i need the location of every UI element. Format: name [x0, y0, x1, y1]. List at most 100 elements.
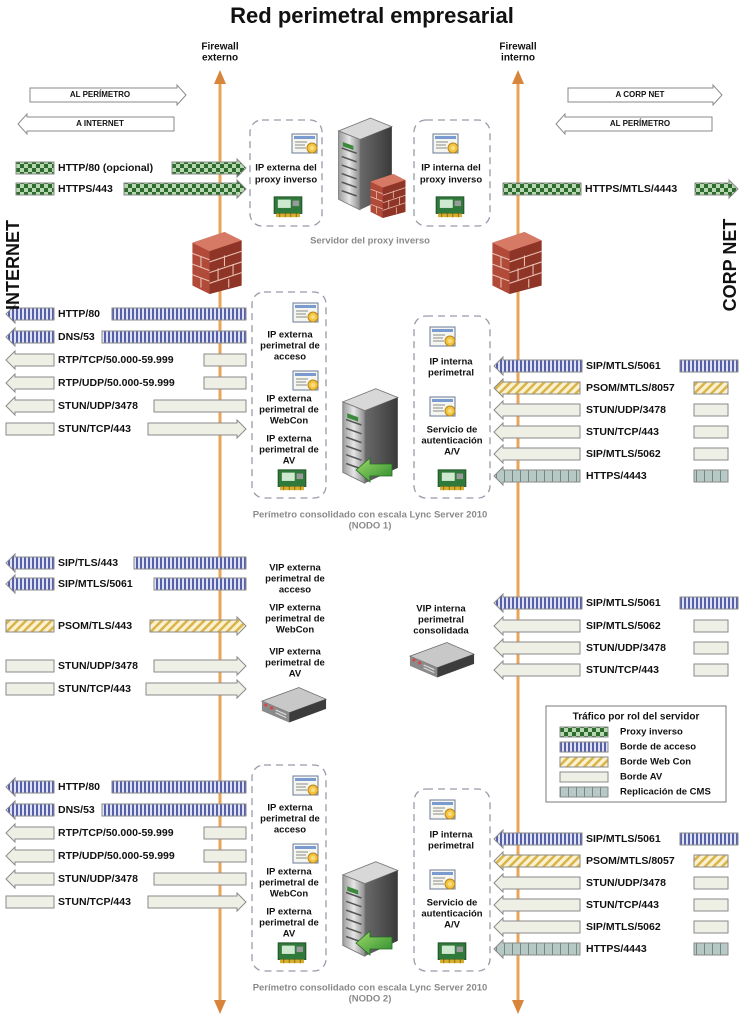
certificate-icon — [432, 133, 459, 154]
node2-left-flow-head — [5, 822, 55, 844]
dir-arrow-to-corpnet — [567, 83, 723, 107]
vip-right-flow-label: STUN/TCP/443 — [586, 664, 659, 676]
node2-right-flow-head — [493, 916, 581, 938]
vip-left-flow-head — [153, 655, 247, 677]
node1-caption: (NODO 1) — [349, 521, 392, 532]
dir-arrow-to-internet — [17, 112, 175, 136]
diagram-shapes — [5, 70, 739, 1014]
dir-label: AL PERÍMETRO — [70, 90, 130, 99]
vip-left-flow-label: SIP/MTLS/5061 — [58, 578, 133, 590]
node1-ext-webcon-label: perimetral de — [259, 405, 319, 416]
node2-ext-access-label: perimetral de — [260, 814, 320, 825]
node1-nic-icon — [277, 469, 307, 491]
load-balancer-icon — [261, 686, 327, 724]
node2-cert-icon — [429, 799, 456, 820]
vip-right-flow-tail — [693, 641, 729, 655]
vip-right-flow-head — [493, 637, 581, 659]
certificate-icon — [291, 133, 318, 154]
node1-ext-av-label: IP externa — [266, 434, 312, 445]
node2-ext-webcon-label: IP externa — [266, 867, 312, 878]
node2-nic-icon — [437, 942, 467, 964]
node1-left-flow-label: RTP/TCP/50.000-59.999 — [58, 354, 174, 366]
proxy-flow-mtls-head — [694, 178, 739, 200]
node2-ext-av-label: perimetral de — [259, 918, 319, 929]
legend-swatch-webcon — [559, 756, 609, 768]
node1-ext-webcon-label: IP externa — [266, 394, 312, 405]
proxy-flow-mtls-tail — [502, 182, 582, 196]
node2-right-flow-label: STUN/TCP/443 — [586, 899, 659, 911]
node2-right-flow-tail — [693, 854, 729, 868]
node2-right-flow-label: PSOM/MTLS/8057 — [586, 855, 675, 867]
node1-right-flow-head — [493, 355, 583, 377]
node2-left-flow-head — [5, 799, 55, 821]
firewall-internal-label: interno — [501, 53, 535, 64]
node2-ext-access-label: acceso — [274, 825, 306, 836]
node2-av-auth-label: autenticación — [421, 909, 482, 920]
legend-title: Tráfico por rol del servidor — [573, 712, 700, 723]
proxy-internal-box — [413, 119, 491, 227]
firewall-brick-icon — [492, 232, 542, 294]
node1-right-flow-head — [493, 465, 581, 487]
vip-right-flow-tail — [693, 619, 729, 633]
page-title: Red perimetral empresarial — [230, 3, 514, 28]
node1-ext-av-label: AV — [283, 456, 296, 467]
node2-right-flow-tail — [679, 832, 739, 846]
node2-caption: Perímetro consolidado con escala Lync Se… — [253, 983, 488, 994]
node1-right-flow-head — [493, 443, 581, 465]
node2-left-flow-tail — [111, 780, 247, 794]
legend-item-label: Replicación de CMS — [620, 787, 711, 798]
vip-left-flow-head — [145, 678, 247, 700]
node1-nic-icon — [437, 469, 467, 491]
vip-left-flow-tail — [5, 659, 55, 673]
vip-left-flow-head — [5, 573, 55, 595]
firewall-brick-icon — [192, 232, 242, 294]
vip-left-flow-tail — [153, 577, 247, 591]
vip-ext-access-label: acceso — [279, 585, 311, 596]
vip-left-flow-label: STUN/UDP/3478 — [58, 660, 138, 672]
node1-right-flow-head — [493, 377, 581, 399]
node1-int-ip-label: IP interna — [429, 357, 473, 368]
vip-ext-av-label: perimetral de — [265, 658, 325, 669]
proxy-flow-http-label: HTTP/80 (opcional) — [58, 162, 153, 174]
node2-cert-icon — [292, 775, 319, 796]
legend-swatch-access — [559, 741, 609, 753]
vip-ext-webcon-label: WebCon — [276, 625, 315, 636]
vip-right-flow-head — [493, 592, 583, 614]
firewall-arrow-top — [214, 70, 226, 84]
node2-left-flow-tail — [5, 895, 55, 909]
node2-left-flow-label: DNS/53 — [58, 804, 95, 816]
node2-ext-webcon-label: WebCon — [270, 889, 309, 900]
node1-av-auth-label: A/V — [444, 447, 461, 458]
firewall-arrow-bottom — [512, 1000, 524, 1014]
vip-left-flow-tail — [5, 682, 55, 696]
node2-right-flow-head — [493, 850, 581, 872]
node1-ext-av-label: perimetral de — [259, 445, 319, 456]
node1-ext-access-label: perimetral de — [260, 341, 320, 352]
legend-item-label: Borde de acceso — [620, 742, 696, 753]
proxy-flow-https-label: HTTPS/443 — [58, 183, 113, 195]
load-balancer-icon — [409, 641, 475, 679]
node1-right-flow-label: STUN/TCP/443 — [586, 426, 659, 438]
firewall-internal-label: Firewall — [499, 42, 536, 53]
proxy-flow-mtls-label: HTTPS/MTLS/4443 — [585, 183, 677, 195]
node1-right-flow-tail — [693, 403, 729, 417]
node2-caption: (NODO 2) — [349, 994, 392, 1005]
vip-left-flow-label: STUN/TCP/443 — [58, 683, 131, 695]
legend-swatch-proxy — [559, 726, 609, 738]
proxy-flow-http-tail — [15, 161, 55, 175]
legend-box — [545, 705, 727, 803]
proxy-int-ip-label: IP interna del — [421, 163, 480, 174]
vip-right-flow-label: SIP/MTLS/5062 — [586, 620, 661, 632]
proxy-caption: Servidor del proxy inverso — [310, 236, 430, 247]
firewall-external-label: externo — [202, 53, 238, 64]
vip-right-flow-label: SIP/MTLS/5061 — [586, 597, 661, 609]
vip-int-label: consolidada — [413, 626, 469, 637]
firewall-arrow-bottom — [214, 1000, 226, 1014]
node2-ext-av-label: IP externa — [266, 907, 312, 918]
node2-right-flow-label: SIP/MTLS/5062 — [586, 921, 661, 933]
node1-int-ip-label: perimetral — [428, 368, 474, 379]
node1-left-flow-tail — [203, 376, 247, 390]
node2-right-flow-tail — [693, 920, 729, 934]
vip-ext-access-label: perimetral de — [265, 574, 325, 585]
